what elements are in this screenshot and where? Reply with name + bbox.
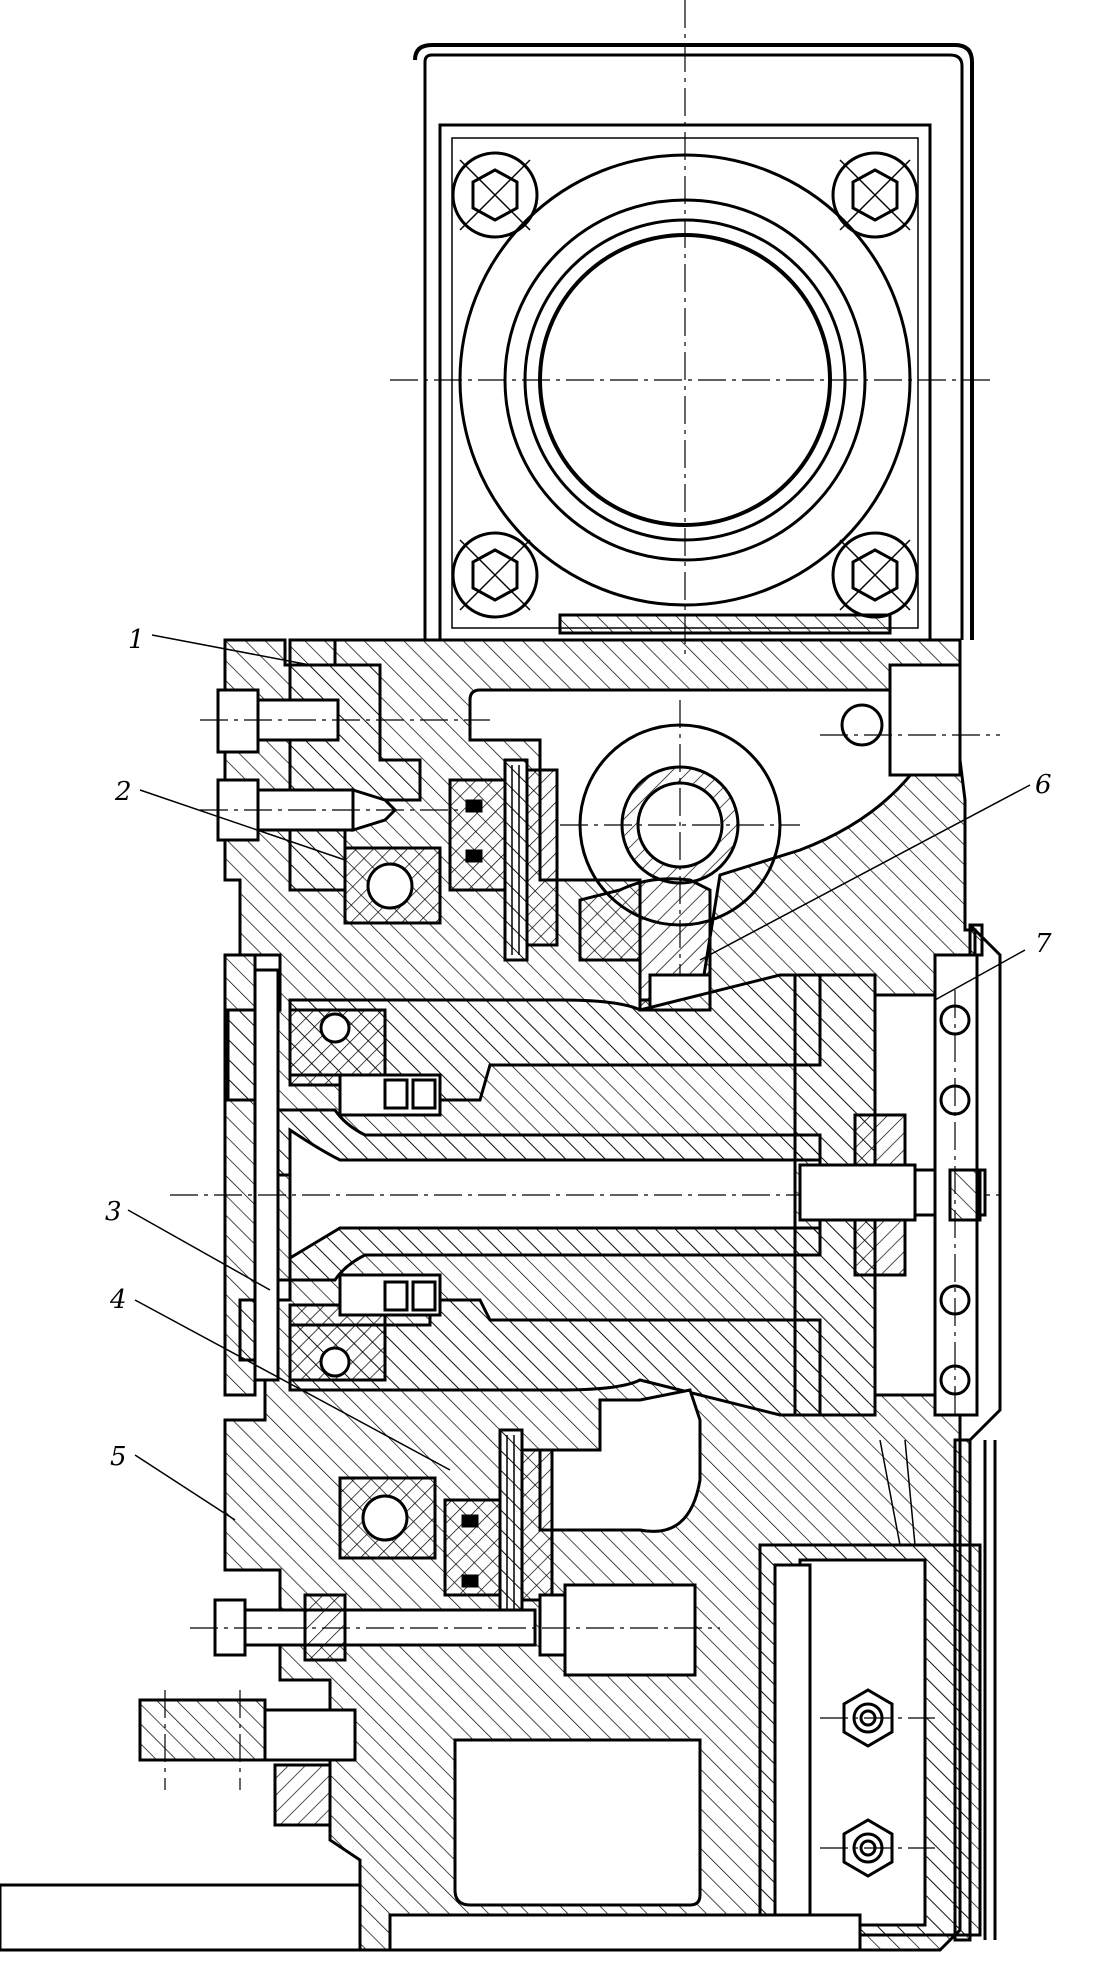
main-spindle: [170, 1108, 1000, 1282]
bolt-head-top-right: [831, 151, 919, 239]
motor-base-plate: [558, 613, 892, 635]
callout-label-3: 3: [105, 1197, 122, 1227]
callout-1: 1: [128, 625, 311, 666]
motor-centerlines: [390, 0, 995, 660]
lower-base-cavity: [453, 1738, 702, 1907]
upper-ball-bearing: [343, 846, 442, 925]
callout-2: 2: [114, 777, 346, 861]
callout-label-5: 5: [110, 1442, 127, 1472]
lower-spindle-sleeve: [288, 1298, 822, 1417]
callout-6: 6: [699, 770, 1052, 961]
right-conduit: [879, 1438, 997, 1942]
bolt-head-bottom-left: [451, 531, 539, 619]
left-cover-disc: [253, 968, 280, 1382]
callout-4: 4: [109, 1285, 451, 1471]
bolt-head-top-left: [451, 151, 539, 239]
right-side-cover: [933, 923, 1002, 1442]
callout-label-4: 4: [109, 1285, 127, 1315]
right-rotor-disc: [793, 973, 987, 1417]
callout-7: 7: [934, 929, 1052, 1001]
upper-spindle-sleeve: [288, 973, 822, 1102]
bolt-head-bottom-right: [831, 531, 919, 619]
spindle-bearing-upper: [288, 1008, 442, 1117]
callout-3: 3: [105, 1197, 271, 1291]
housing-port-upper: [888, 663, 962, 777]
callout-label-6: 6: [1035, 770, 1052, 800]
callout-label-7: 7: [1035, 929, 1052, 959]
base-foot: [0, 1883, 862, 1952]
callout-label-2: 2: [114, 777, 132, 807]
spindle-bearing-lower: [288, 1273, 442, 1382]
upper-screw-head: [216, 688, 260, 754]
lower-ball-bearing: [338, 1476, 437, 1560]
left-cover-plate: [223, 953, 257, 1397]
callout-label-1: 1: [128, 625, 145, 655]
lower-lever: [138, 1690, 357, 1827]
callout-5: 5: [110, 1442, 236, 1521]
lower-clamp-screw: [190, 1583, 720, 1677]
right-lower-terminal-box: [758, 1543, 982, 1937]
motor-mounting-bolts: [451, 151, 919, 619]
housing-plug: [840, 703, 884, 747]
upper-clutch-pack: [448, 758, 559, 962]
